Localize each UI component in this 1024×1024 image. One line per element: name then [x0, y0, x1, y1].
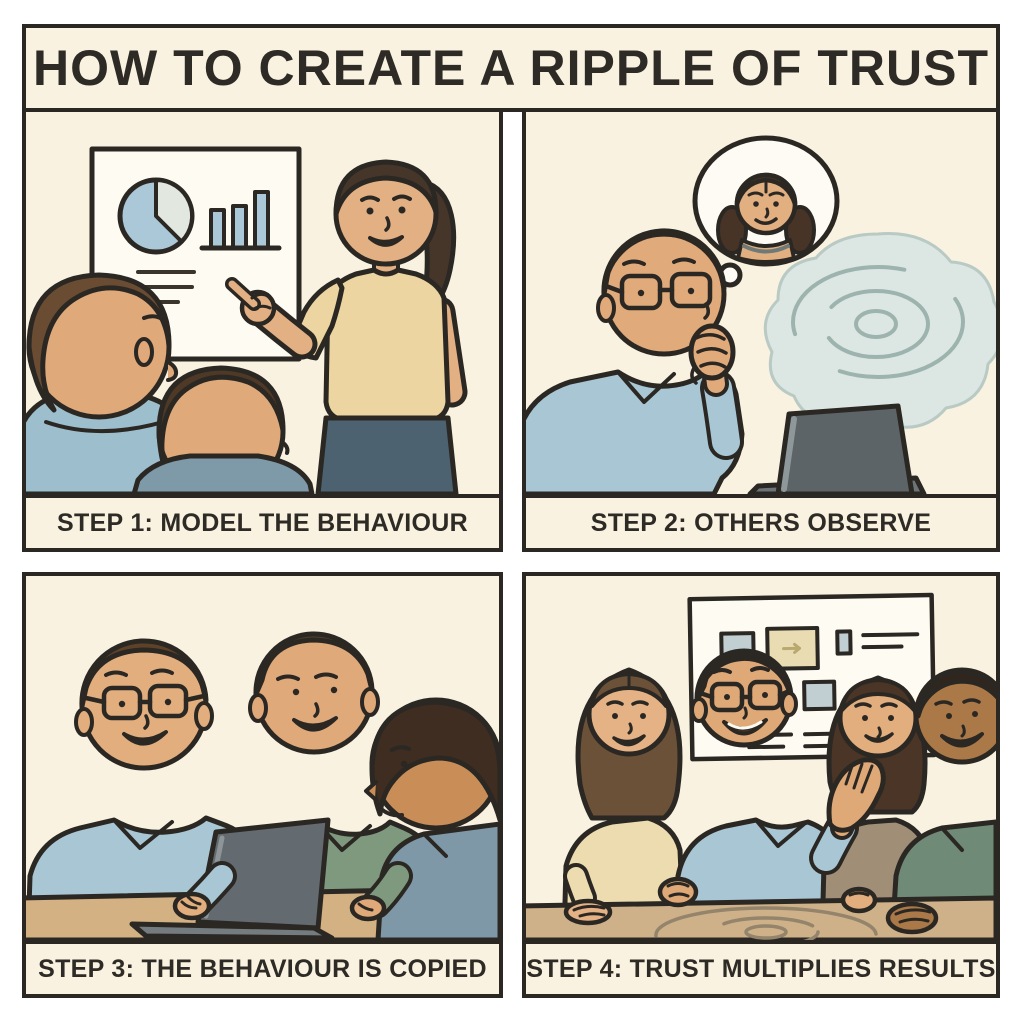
- audience-member-center: [131, 365, 315, 494]
- ripple-icon: [763, 232, 996, 435]
- panel-1-caption: STEP 1: MODEL THE BEHAVIOUR: [22, 494, 503, 552]
- observing-man: [526, 228, 745, 494]
- panel-1-art: [26, 112, 499, 494]
- panel-3-caption-text: STEP 3: THE BEHAVIOUR IS COPIED: [38, 954, 487, 983]
- panel-2-caption-text: STEP 2: OTHERS OBSERVE: [590, 508, 932, 537]
- laptop-icon: [747, 403, 927, 494]
- panel-4-art: [526, 576, 996, 940]
- panel-2-illustration: [522, 108, 1000, 498]
- bar-chart-icon: [199, 190, 282, 251]
- panel-3-art: [26, 576, 499, 940]
- colleague-right: [364, 697, 499, 940]
- hands-on-table: [563, 863, 939, 935]
- panel-4-caption-text: STEP 4: TRUST MULTIPLIES RESULTS: [526, 954, 996, 983]
- panel-4-illustration: [522, 572, 1000, 944]
- raised-open-hand: [809, 757, 886, 875]
- ear: [596, 293, 616, 323]
- panel-4-caption: STEP 4: TRUST MULTIPLIES RESULTS: [522, 940, 1000, 998]
- remembered-presenter-face: [716, 172, 816, 264]
- panel-3-illustration: [22, 572, 503, 944]
- panel-3-caption: STEP 3: THE BEHAVIOUR IS COPIED: [22, 940, 503, 998]
- panel-2-caption: STEP 2: OTHERS OBSERVE: [522, 494, 1000, 552]
- typing-hands: [172, 861, 413, 922]
- pie-chart-icon: [117, 177, 195, 255]
- panel-2-art: [526, 112, 996, 494]
- panel-1-illustration: [22, 108, 503, 498]
- presenter-woman: [225, 159, 468, 494]
- table-ripple-icon: [654, 906, 878, 940]
- poster-title: HOW TO CREATE A RIPPLE OF TRUST: [33, 40, 989, 96]
- poster-title-banner: HOW TO CREATE A RIPPLE OF TRUST: [22, 24, 1000, 112]
- skirt: [315, 415, 459, 494]
- panel-1-caption-text: STEP 1: MODEL THE BEHAVIOUR: [57, 508, 468, 537]
- ear: [134, 337, 154, 367]
